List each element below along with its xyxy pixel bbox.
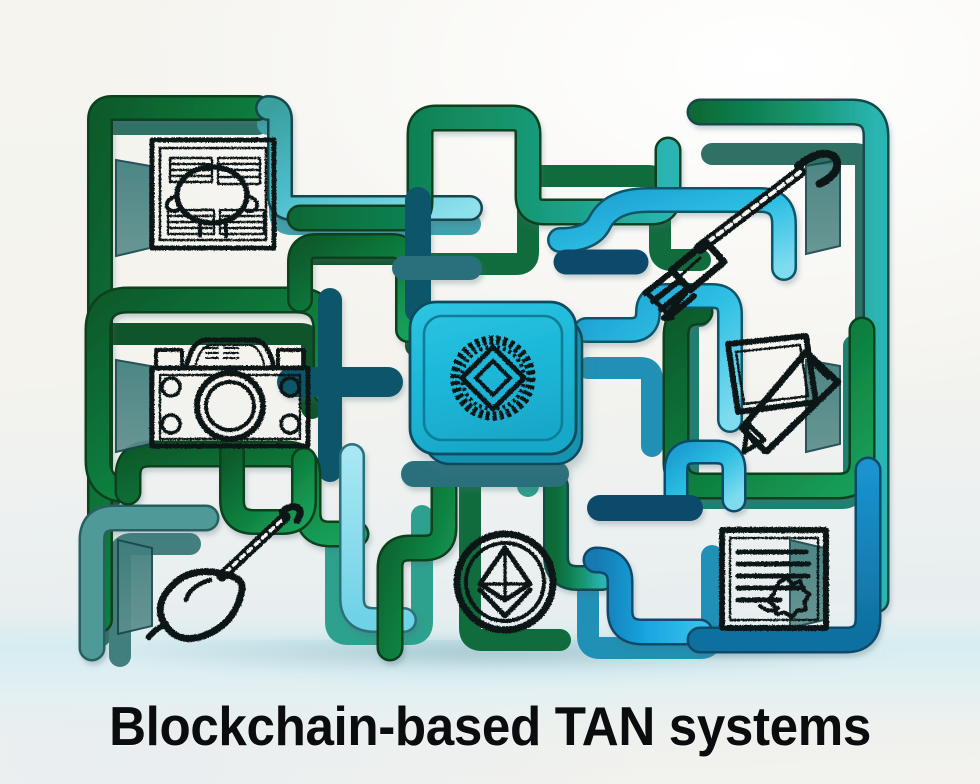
wall-slab-bottom-left bbox=[117, 538, 153, 636]
blockchain-core-node[interactable] bbox=[408, 300, 584, 466]
trace-brush-node-bracket bbox=[78, 504, 220, 662]
brush-pen-leaf-tip-icon[interactable] bbox=[145, 503, 304, 642]
core-node-inner-border bbox=[422, 314, 564, 442]
node-icons bbox=[145, 137, 842, 642]
trace-ethereum-right bbox=[543, 473, 615, 591]
trace-top-right-outer bbox=[686, 98, 890, 614]
trace-top-left-outer bbox=[87, 95, 271, 633]
certificate-document-seal-icon[interactable] bbox=[719, 527, 829, 631]
artwork-layout-frame-icon[interactable] bbox=[149, 137, 277, 251]
trace-top-center-teal bbox=[255, 95, 483, 221]
trace-to-ethereum-node bbox=[376, 462, 458, 662]
wall-slab-top-right bbox=[805, 158, 841, 256]
wall-slab-top-left bbox=[115, 158, 151, 258]
trace-contract-hook bbox=[663, 439, 747, 513]
trace-right-scurve-cyan bbox=[547, 187, 797, 281]
trace-contract-node-bracket bbox=[686, 456, 882, 654]
canvas-and-pencil-icon[interactable] bbox=[725, 333, 842, 456]
blockchain-diamond-emblem-icon bbox=[450, 335, 536, 421]
trace-to-contract-node bbox=[582, 546, 714, 646]
wall-slab-mid-left bbox=[115, 358, 151, 454]
page-title: Blockchain-based TAN systems bbox=[109, 695, 871, 757]
trace-bottom-left-cyan bbox=[339, 443, 417, 633]
ethereum-coin-icon[interactable] bbox=[453, 530, 557, 634]
circuit-traces bbox=[78, 95, 890, 662]
paintbrush-icon[interactable] bbox=[641, 149, 842, 321]
camera-icon[interactable] bbox=[149, 337, 311, 449]
